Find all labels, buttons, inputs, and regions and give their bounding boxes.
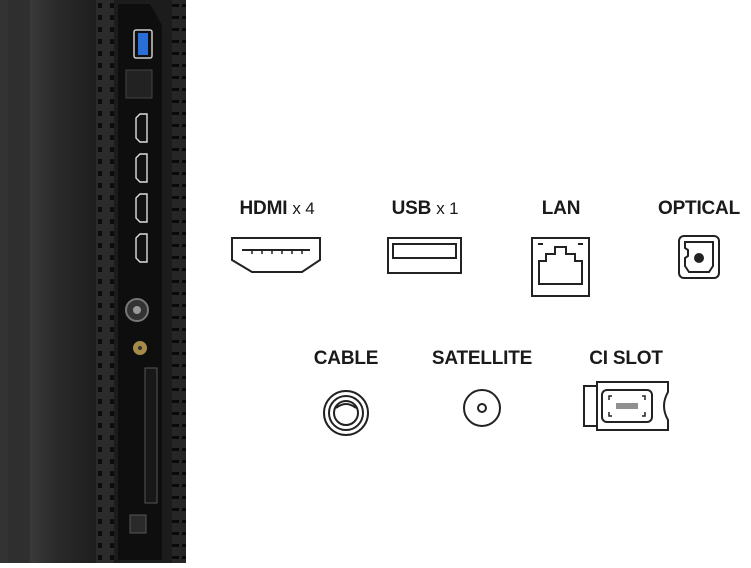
cable-port-icon — [323, 390, 369, 436]
hdmi-port-icon — [231, 237, 321, 273]
tv-rear-panel-photo — [0, 0, 186, 563]
ci-slot-icon — [583, 381, 669, 431]
optical-label: OPTICAL — [658, 198, 740, 219]
ci-slot-label: CI SLOT — [589, 348, 663, 369]
lan-label: LAN — [541, 198, 581, 219]
usb-count: x 1 — [436, 199, 459, 218]
hdmi-label: HDMI x 4 — [240, 198, 315, 220]
usb-name: USB — [391, 198, 432, 219]
usb-port-icon — [387, 237, 462, 274]
hdmi-name: HDMI — [239, 198, 288, 219]
satellite-port-icon — [463, 389, 501, 427]
tv-port-panel-illustration — [0, 0, 186, 563]
satellite-label: SATELLITE — [431, 348, 533, 369]
usb-label: USB x 1 — [392, 198, 459, 220]
optical-port-icon — [678, 235, 720, 279]
hdmi-count: x 4 — [292, 199, 315, 218]
lan-port-icon — [531, 237, 590, 297]
cable-label: CABLE — [313, 348, 379, 369]
